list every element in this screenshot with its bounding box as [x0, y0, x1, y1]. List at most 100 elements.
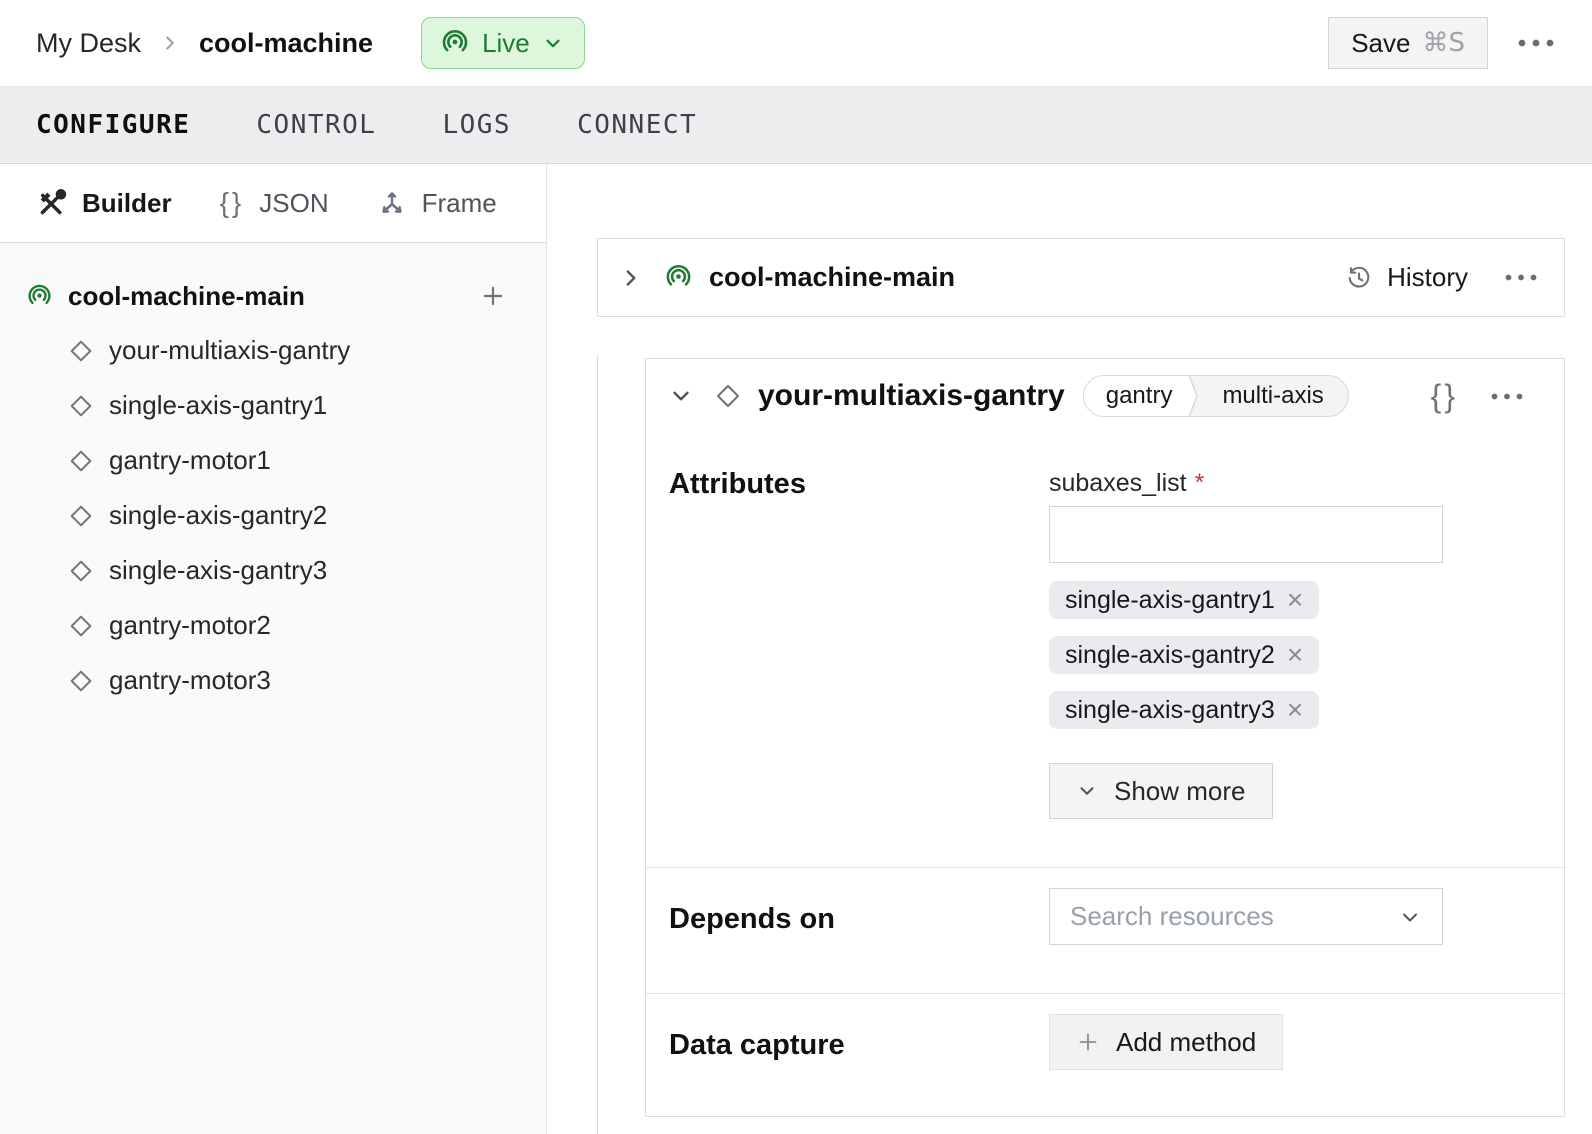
tree-item-gantry-motor2[interactable]: gantry-motor2 — [0, 598, 546, 653]
tab-logs[interactable]: LOGS — [442, 110, 511, 140]
machine-card: cool-machine-main History — [597, 238, 1565, 317]
tab-configure[interactable]: CONFIGURE — [36, 110, 190, 140]
mode-json-label: JSON — [259, 188, 328, 219]
mode-frame[interactable]: Frame — [377, 188, 497, 219]
tree-item-gantry-motor1[interactable]: gantry-motor1 — [0, 433, 546, 488]
tree-item-label: single-axis-gantry3 — [109, 555, 327, 586]
remove-chip-icon[interactable]: × — [1287, 586, 1303, 614]
chip-label: single-axis-gantry2 — [1065, 641, 1275, 670]
remove-chip-icon[interactable]: × — [1287, 641, 1303, 669]
page-tabs: CONFIGURE CONTROL LOGS CONNECT — [0, 86, 1592, 164]
tag-label: gantry — [1106, 382, 1173, 410]
component-card-header: your-multiaxis-gantry gantry multi-axis … — [646, 359, 1564, 433]
data-capture-section: Data capture Add method — [646, 994, 1564, 1116]
chip-label: single-axis-gantry1 — [1065, 586, 1275, 615]
diamond-icon — [68, 393, 94, 419]
breadcrumb-machine-name: cool-machine — [199, 28, 373, 59]
tools-icon — [36, 188, 67, 219]
tree-item-gantry-motor3[interactable]: gantry-motor3 — [0, 653, 546, 708]
chevron-down-icon — [1398, 905, 1422, 929]
mode-builder-label: Builder — [82, 188, 172, 219]
breadcrumb-chevron-icon — [159, 32, 181, 54]
diamond-icon — [68, 448, 94, 474]
mode-json[interactable]: {} JSON — [220, 187, 329, 219]
resource-tree: cool-machine-main your-multiaxis-gantry … — [0, 243, 546, 1134]
chip-single-axis-gantry2: single-axis-gantry2 × — [1049, 636, 1319, 674]
tree-root-label: cool-machine-main — [68, 281, 465, 312]
diamond-icon — [68, 558, 94, 584]
tree-item-single-axis-gantry1[interactable]: single-axis-gantry1 — [0, 378, 546, 433]
chip-single-axis-gantry3: single-axis-gantry3 × — [1049, 691, 1319, 729]
diamond-icon — [68, 338, 94, 364]
save-shortcut-hint: ⌘S — [1422, 28, 1465, 58]
tag-divider — [1188, 375, 1204, 417]
depends-on-placeholder: Search resources — [1070, 901, 1398, 932]
tree-item-single-axis-gantry2[interactable]: single-axis-gantry2 — [0, 488, 546, 543]
group-rail — [597, 355, 598, 1134]
depends-on-section: Depends on Search resources — [646, 868, 1564, 993]
chevron-down-icon — [1076, 780, 1098, 802]
add-component-button[interactable] — [480, 283, 506, 309]
tree-item-label: single-axis-gantry1 — [109, 390, 327, 421]
tag-multi-axis: multi-axis — [1204, 376, 1347, 416]
subaxes-chip-list: single-axis-gantry1 × single-axis-gantry… — [1049, 581, 1564, 729]
component-title: your-multiaxis-gantry — [758, 379, 1065, 413]
machine-more-menu-button[interactable] — [1504, 273, 1538, 282]
more-menu-button[interactable] — [1516, 38, 1556, 48]
chevron-down-icon[interactable] — [668, 383, 694, 409]
required-marker: * — [1195, 469, 1205, 497]
attributes-heading: Attributes — [669, 433, 1049, 501]
tag-label: multi-axis — [1222, 382, 1323, 410]
axes-icon — [377, 188, 407, 218]
tree-item-your-multiaxis-gantry[interactable]: your-multiaxis-gantry — [0, 323, 546, 378]
component-more-menu-button[interactable] — [1490, 392, 1524, 401]
history-icon — [1345, 264, 1373, 292]
tree-item-label: gantry-motor1 — [109, 445, 271, 476]
mode-frame-label: Frame — [422, 188, 497, 219]
chevron-right-icon[interactable] — [618, 265, 644, 291]
chip-single-axis-gantry1: single-axis-gantry1 × — [1049, 581, 1319, 619]
show-more-button[interactable]: Show more — [1049, 763, 1273, 819]
tree-item-label: gantry-motor2 — [109, 610, 271, 641]
diamond-icon — [714, 382, 742, 410]
depends-on-heading: Depends on — [669, 868, 1049, 936]
add-method-button[interactable]: Add method — [1049, 1014, 1283, 1070]
tag-gantry: gantry — [1084, 376, 1189, 416]
save-button[interactable]: Save ⌘S — [1328, 17, 1488, 69]
save-button-label: Save — [1351, 28, 1410, 59]
component-card: your-multiaxis-gantry gantry multi-axis … — [645, 358, 1565, 1117]
mode-builder[interactable]: Builder — [36, 188, 172, 219]
attributes-section: Attributes subaxes_list* single-axis-gan… — [646, 433, 1564, 867]
history-button[interactable]: History — [1345, 262, 1468, 293]
chevron-down-icon — [542, 32, 564, 54]
show-more-label: Show more — [1114, 776, 1246, 807]
live-status-label: Live — [482, 28, 530, 59]
component-type-tags: gantry multi-axis — [1083, 375, 1349, 417]
tree-item-single-axis-gantry3[interactable]: single-axis-gantry3 — [0, 543, 546, 598]
breadcrumb-parent[interactable]: My Desk — [36, 28, 141, 59]
tree-item-label: gantry-motor3 — [109, 665, 271, 696]
data-capture-heading: Data capture — [669, 994, 1049, 1062]
broadcast-icon — [440, 28, 470, 58]
add-method-label: Add method — [1116, 1027, 1256, 1058]
depends-on-select[interactable]: Search resources — [1049, 888, 1443, 945]
plus-icon — [1076, 1030, 1100, 1054]
diamond-icon — [68, 503, 94, 529]
machine-card-title: cool-machine-main — [709, 262, 955, 293]
live-status-badge[interactable]: Live — [421, 17, 585, 69]
subaxes-list-label: subaxes_list* — [1049, 433, 1564, 498]
chip-label: single-axis-gantry3 — [1065, 696, 1275, 725]
remove-chip-icon[interactable]: × — [1287, 696, 1303, 724]
main-panel: cool-machine-main History — [547, 164, 1592, 1134]
tab-connect[interactable]: CONNECT — [577, 110, 697, 140]
tree-root-machine[interactable]: cool-machine-main — [0, 269, 546, 323]
diamond-icon — [68, 613, 94, 639]
tree-item-label: single-axis-gantry2 — [109, 500, 327, 531]
view-json-button[interactable]: {} — [1431, 378, 1458, 415]
tree-item-label: your-multiaxis-gantry — [109, 335, 350, 366]
history-label: History — [1387, 262, 1468, 293]
broadcast-icon — [26, 283, 53, 310]
subaxes-list-input[interactable] — [1049, 506, 1443, 563]
braces-icon: {} — [220, 187, 245, 219]
tab-control[interactable]: CONTROL — [256, 110, 376, 140]
